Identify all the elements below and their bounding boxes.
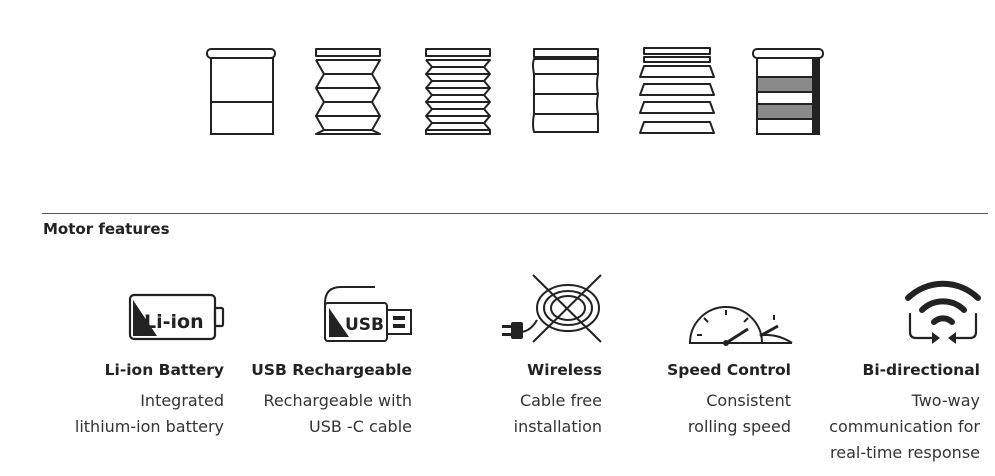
pleated-blind-icon — [315, 48, 381, 135]
blind-types-row — [0, 0, 995, 150]
feature-title-li-ion: Li-ion Battery — [104, 361, 224, 379]
feature-desc-usb: Rechargeable with USB -C cable — [263, 388, 412, 440]
zebra-blind-icon — [752, 48, 824, 135]
feature-title-wireless: Wireless — [527, 361, 602, 379]
feature-desc-line: real-time response — [830, 443, 980, 462]
feature-title-bi-directional: Bi-directional — [862, 361, 981, 379]
feature-desc-li-ion: Integrated lithium-ion battery — [75, 388, 224, 440]
feature-desc-line: installation — [513, 417, 602, 436]
feature-desc-line: Two-way — [911, 391, 980, 410]
double-pleated-blind-icon — [425, 48, 491, 135]
feature-desc-line: rolling speed — [687, 417, 791, 436]
battery-icon-text: Li-ion — [144, 311, 204, 333]
feature-desc-speed-control: Consistent rolling speed — [688, 388, 791, 440]
feature-desc-line: Integrated — [140, 391, 224, 410]
feature-desc-wireless: Cable free installation — [514, 388, 602, 440]
no-cable-icon — [502, 274, 602, 343]
roman-blind-icon — [532, 48, 599, 133]
speedometer-icon — [688, 306, 793, 346]
feature-desc-bi-directional: Two-way communication for real-time resp… — [829, 388, 980, 466]
feature-desc-line: Consistent — [706, 391, 791, 410]
usb-plug-icon: USB — [324, 286, 412, 342]
feature-desc-line: USB -C cable — [308, 417, 412, 436]
battery-icon: Li-ion — [128, 293, 225, 341]
feature-desc-line: communication for — [829, 417, 980, 436]
roller-blind-icon — [206, 48, 276, 135]
feature-title-speed-control: Speed Control — [667, 361, 791, 379]
wifi-sync-icon — [905, 280, 981, 344]
feature-desc-line: lithium-ion battery — [74, 417, 224, 436]
feature-desc-line: Rechargeable with — [263, 391, 412, 410]
feature-desc-line: Cable free — [519, 391, 602, 410]
section-divider — [42, 213, 988, 214]
usb-icon-text: USB — [345, 315, 384, 335]
venetian-blind-icon — [639, 47, 715, 134]
section-title: Motor features — [43, 220, 170, 238]
feature-title-usb: USB Rechargeable — [251, 361, 412, 379]
